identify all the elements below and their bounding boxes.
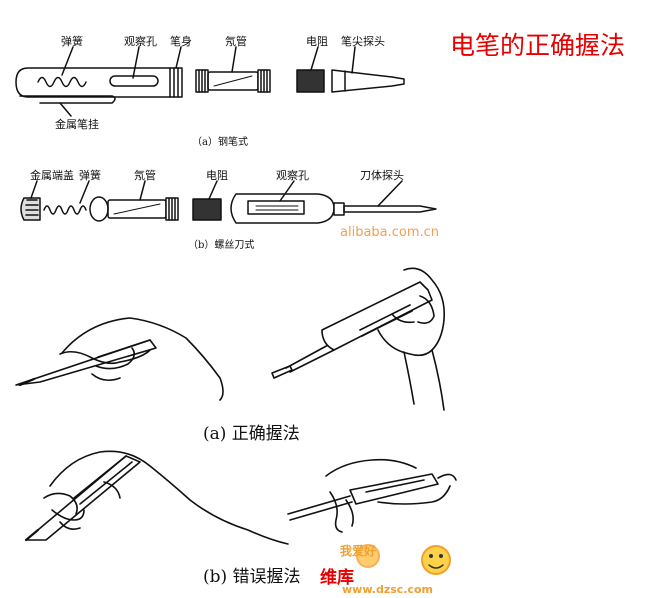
- label-resistor-a: 电阻: [306, 35, 328, 48]
- spring-b-shape: [43, 205, 87, 215]
- resistor-b-shape: [192, 198, 222, 221]
- blade-shaft-shape: [343, 205, 437, 213]
- label-blade-probe: 刀体探头: [360, 169, 404, 182]
- watermark-logo-graphic: [356, 544, 451, 575]
- logo-url: www.dzsc.com: [342, 583, 434, 596]
- pen-tip-shape: [331, 69, 405, 93]
- label-resistor-b: 电阻: [206, 169, 228, 182]
- label-observation-hole-b: 观察孔: [276, 169, 309, 182]
- label-neon-tube-a: 氖管: [225, 35, 247, 48]
- label-neon-tube-b: 氖管: [134, 169, 156, 182]
- caption-correct-grip: (a) 正确握法: [203, 424, 300, 444]
- pen-type-drawing: [15, 46, 405, 117]
- correct-grip-pen-drawing: [15, 317, 224, 401]
- label-metal-clip: 金属笔挂: [55, 118, 99, 131]
- page-title: 电笔的正确握法: [450, 31, 626, 60]
- screwdriver-type-drawing: [20, 180, 437, 224]
- pen-body-shape: [15, 67, 183, 98]
- label-spring-a: 弹簧: [61, 35, 83, 48]
- wrong-grip-screwdriver-drawing: [287, 458, 457, 533]
- label-pen-body: 笔身: [170, 35, 192, 48]
- logo-brand: 维库: [320, 568, 354, 588]
- spring-shape: [37, 76, 87, 88]
- caption-wrong-grip: (b) 错误握法: [203, 567, 301, 587]
- correct-grip-screwdriver-drawing: [271, 267, 446, 411]
- observation-hole-shape: [109, 75, 159, 87]
- caption-pen-type: （a）钢笔式: [192, 137, 248, 148]
- metal-clip-shape: [19, 95, 116, 104]
- caption-screwdriver-type: （b）螺丝刀式: [188, 240, 255, 251]
- neon-tube-b-cap: [89, 196, 109, 222]
- screwdriver-handle-shape: [230, 193, 335, 224]
- wrong-grip-pen-drawing: [24, 450, 289, 545]
- watermark-text: alibaba.com.cn: [340, 225, 440, 240]
- label-observation-hole-a: 观察孔: [124, 35, 157, 48]
- logo-top-text: 我爱好: [340, 544, 377, 558]
- resistor-shape: [296, 69, 325, 93]
- observation-window-shape: [247, 200, 305, 215]
- end-cap-shape: [20, 197, 41, 221]
- label-pen-tip-probe: 笔尖探头: [341, 35, 385, 48]
- label-spring-b: 弹簧: [79, 169, 101, 182]
- label-metal-end-cap: 金属端盖: [30, 169, 74, 182]
